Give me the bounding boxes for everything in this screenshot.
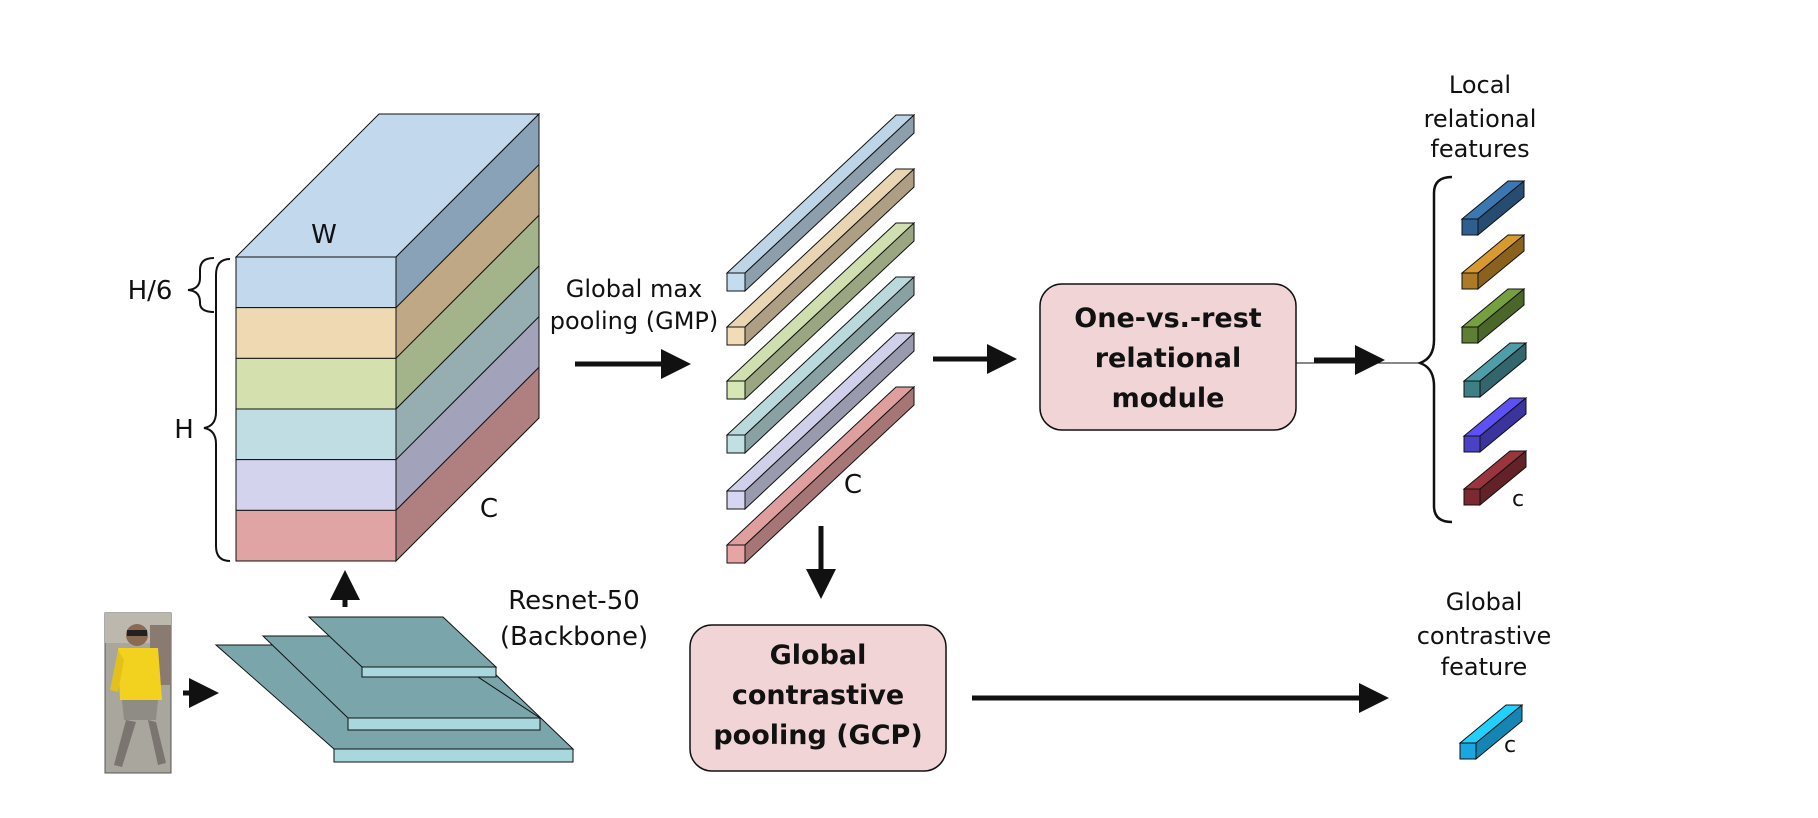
global-feature-front [1459, 742, 1477, 760]
global-feature-title-line2: contrastive [1417, 622, 1552, 650]
local-feature-front [1461, 326, 1479, 344]
pooled-bar-front [726, 544, 746, 564]
backbone-label-line2: (Backbone) [500, 622, 648, 652]
feature-map-front-stripe [235, 408, 397, 461]
gcp-line1: Global [770, 640, 867, 671]
feature-map-side-stripes [395, 112, 540, 563]
pooled-bar-front [726, 272, 746, 292]
feature-map-front-stripes [235, 256, 397, 562]
feature-map-front-stripe [235, 307, 397, 359]
pooled-bar-front [726, 490, 746, 510]
input-person-image [104, 612, 172, 774]
global-feature-title-line3: feature [1441, 653, 1528, 681]
one-vs-rest-module-box [1039, 283, 1297, 431]
one-vs-rest-line1: One-vs.-rest [1074, 303, 1262, 334]
one-vs-rest-line2: relational [1095, 343, 1242, 374]
local-features-title-line1: Local [1449, 71, 1511, 99]
local-feature-front [1463, 488, 1481, 506]
gmp-label-line2: pooling (GMP) [550, 307, 719, 335]
feature-map-cube [234, 112, 541, 563]
backbone-label-line1: Resnet-50 [508, 586, 640, 616]
local-features-title-line3: features [1430, 135, 1529, 163]
local-features-brace [1416, 175, 1453, 524]
gcp-module-box [689, 624, 947, 772]
local-feature-channel-label: c [1512, 487, 1524, 512]
feature-map-front-stripe [235, 459, 397, 511]
one-vs-rest-line3: module [1112, 383, 1225, 414]
pooled-bar-front [726, 380, 746, 400]
gcp-line3: pooling (GCP) [713, 720, 922, 751]
pooled-bar-front [726, 434, 746, 454]
global-feature-title-line1: Global [1446, 588, 1523, 616]
backbone-block [214, 616, 575, 763]
local-feature-vectors [1460, 179, 1528, 507]
gmp-label-line1: Global max [566, 275, 702, 303]
local-feature-front [1461, 218, 1479, 236]
h6-label: H/6 [128, 276, 173, 306]
global-feature-channel-label: c [1504, 733, 1516, 758]
feature-map-front-stripe [235, 357, 397, 410]
feature-map-front-stripe [235, 509, 397, 562]
pooled-bar-front [726, 326, 746, 346]
feature-map-front-stripe [235, 256, 397, 309]
pooled-feature-bars [725, 113, 916, 565]
local-feature-front [1463, 435, 1481, 453]
h-brace [203, 258, 231, 562]
channel-label-feature-map: C [480, 494, 498, 524]
local-features-title-line2: relational [1424, 105, 1537, 133]
h6-brace [187, 257, 215, 313]
h-label: H [174, 415, 194, 445]
gcp-line2: contrastive [732, 680, 904, 711]
global-feature-vector [1458, 703, 1524, 761]
local-feature-front [1463, 380, 1481, 398]
channel-label-bars: C [844, 470, 862, 500]
width-label: W [311, 220, 337, 250]
local-feature-front [1461, 272, 1479, 290]
